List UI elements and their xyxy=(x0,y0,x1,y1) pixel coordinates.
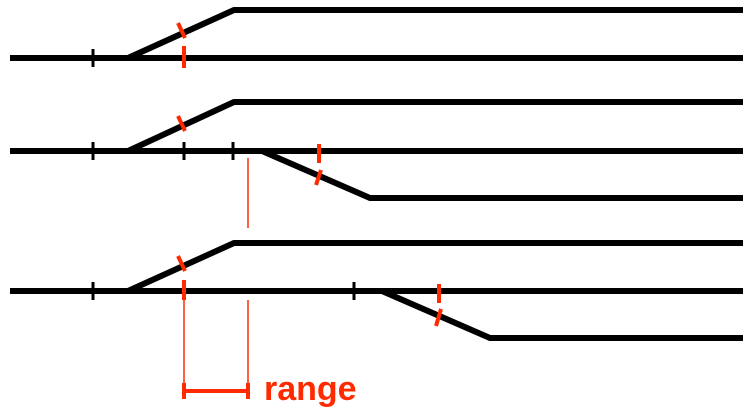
siding-track xyxy=(126,7,743,61)
siding-track xyxy=(126,240,743,294)
siding-marker xyxy=(176,115,187,132)
branch-marker xyxy=(434,308,443,327)
range-label: range xyxy=(264,370,357,407)
siding-marker xyxy=(176,22,187,39)
black-ticks xyxy=(91,49,356,300)
branch-track xyxy=(260,148,743,201)
siding-marker xyxy=(176,255,187,272)
siding-track xyxy=(126,99,743,154)
branch-track xyxy=(380,288,743,341)
branch-marker xyxy=(314,169,323,186)
track-lines xyxy=(10,7,743,341)
red-markers xyxy=(176,22,443,399)
